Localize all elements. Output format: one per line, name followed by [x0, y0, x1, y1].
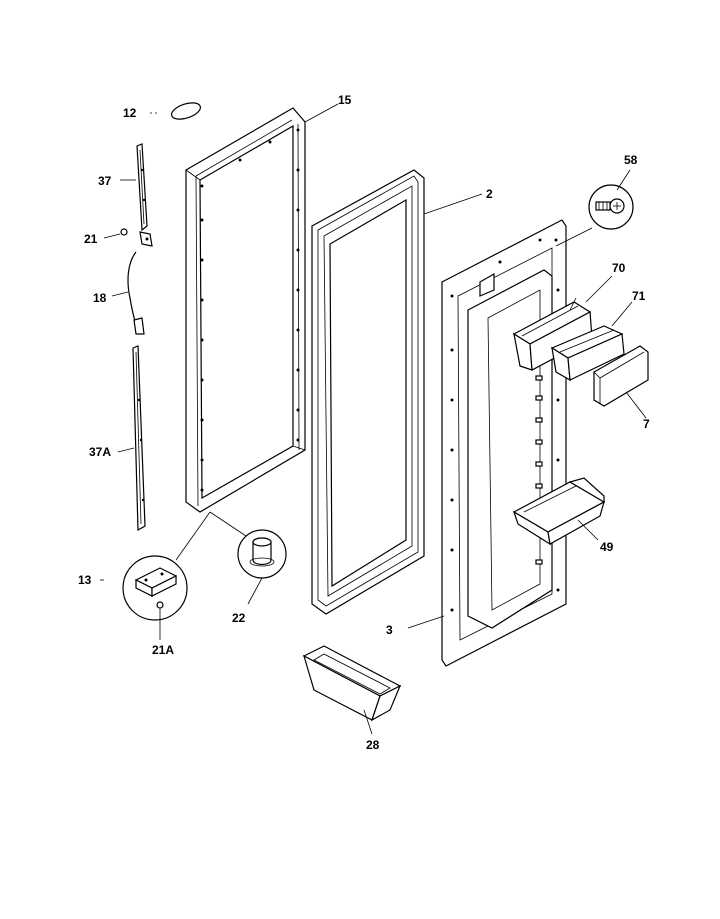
label-49: 49 [600, 540, 614, 554]
frame-screw-holes [200, 128, 300, 492]
label-21: 21 [84, 232, 98, 246]
label-18: 18 [93, 291, 107, 305]
label-7: 7 [643, 417, 650, 431]
label-22: 22 [232, 611, 246, 625]
part-2-door-gasket [311, 169, 483, 615]
label-58: 58 [624, 153, 638, 167]
label-37a: 37A [89, 445, 111, 459]
part-12-plug [150, 102, 202, 120]
label-28: 28 [366, 738, 380, 752]
label-70: 70 [612, 261, 626, 275]
label-12: 12 [123, 106, 137, 120]
label-15: 15 [338, 93, 352, 107]
part-28-door-bin [302, 645, 402, 735]
part-13-hinge-bracket [100, 511, 211, 621]
part-15-door-frame [185, 103, 339, 513]
part-21a-screw [156, 601, 164, 640]
label-2: 2 [486, 187, 493, 201]
part-18-hinge-arm [111, 251, 145, 335]
label-37: 37 [98, 174, 112, 188]
part-58-screw [588, 169, 634, 230]
part-49-door-shelf [512, 477, 606, 546]
part-71-dairy-compartment [550, 301, 633, 382]
part-21-screw [103, 228, 153, 247]
part-22-bushing [209, 511, 287, 605]
part-70-door-shelf [512, 275, 613, 371]
liner-shelf-stops [535, 375, 543, 565]
label-3: 3 [386, 623, 393, 637]
label-21a: 21A [152, 643, 174, 657]
part-3-door-liner [407, 219, 593, 667]
label-13: 13 [78, 573, 92, 587]
part-37a-hinge-strip [117, 345, 146, 532]
label-71: 71 [632, 289, 646, 303]
part-37-hinge-strip [120, 143, 148, 232]
part-7-dairy-door [593, 345, 649, 419]
